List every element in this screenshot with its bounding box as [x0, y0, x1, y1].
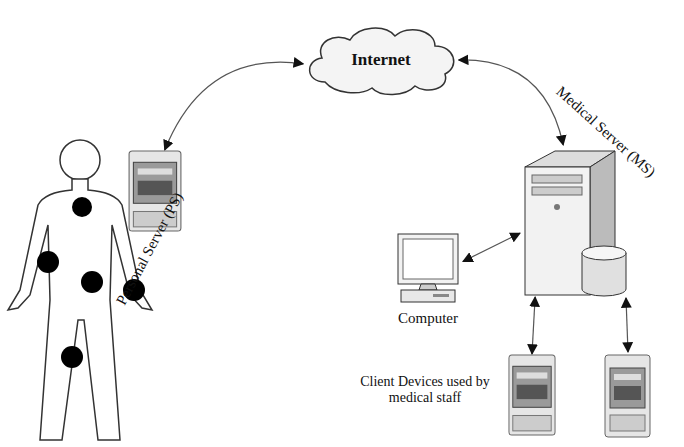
device-label: Client Devices used by medical staff — [350, 374, 500, 406]
cloud-node: Internet — [300, 22, 462, 98]
connector-arrow — [459, 60, 563, 145]
server-tower — [520, 145, 628, 297]
medical-server: Medical Server (MS) — [520, 145, 628, 297]
computer-node: Computer — [393, 232, 463, 330]
personal-server: Personal Server (PS) — [128, 150, 182, 232]
device-label: Computer — [393, 310, 463, 327]
client-device: Client Devices used by medical staff — [508, 354, 556, 436]
connector-arrow — [165, 62, 304, 150]
second-client-device — [605, 298, 650, 437]
pda-device — [508, 354, 556, 436]
connector-arrow — [532, 297, 535, 354]
cloud-label: Internet — [300, 50, 462, 70]
connector-arrow — [463, 233, 520, 261]
